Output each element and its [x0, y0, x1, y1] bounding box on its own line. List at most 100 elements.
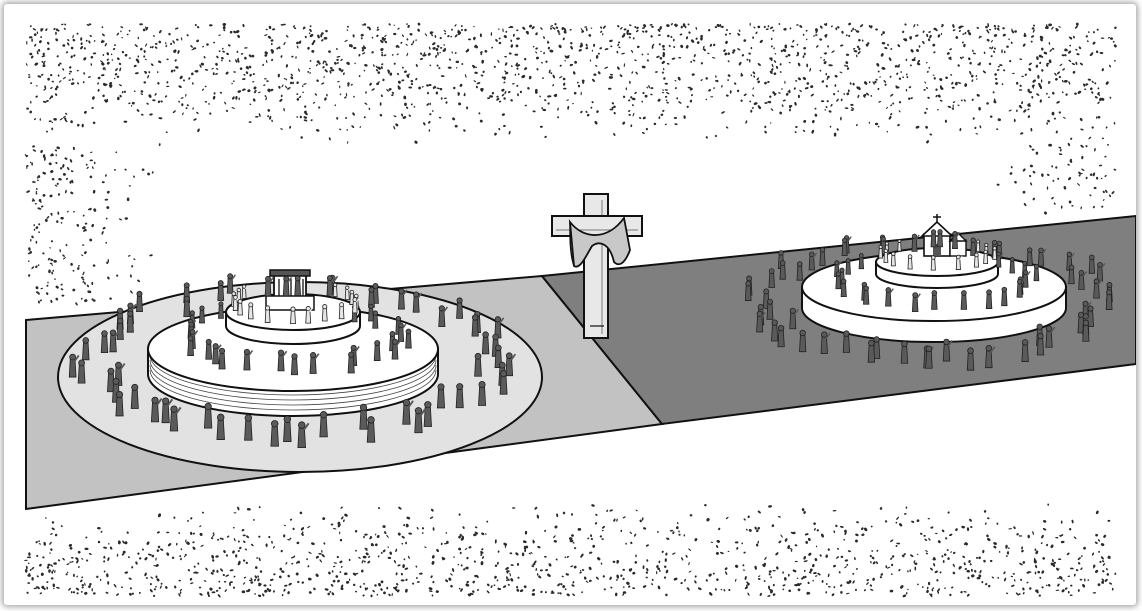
person-figure: [835, 271, 842, 290]
person-figure: [436, 383, 446, 409]
person-figure: [226, 273, 236, 294]
person-figure: [796, 261, 803, 281]
person-figure: [161, 397, 174, 424]
person-figure: [925, 345, 933, 369]
person-figure: [68, 353, 80, 378]
person-figure: [332, 282, 338, 297]
person-figure: [247, 302, 254, 320]
person-figure: [294, 275, 302, 296]
person-figure: [819, 247, 826, 266]
person-figure: [890, 251, 896, 267]
person-figure: [494, 316, 505, 339]
person-figure: [455, 383, 464, 409]
person-figure: [109, 329, 120, 353]
person-figure: [878, 244, 883, 259]
person-figure: [867, 339, 876, 363]
person-figure: [321, 304, 328, 322]
person-figure: [907, 254, 913, 270]
person-figure: [474, 352, 482, 377]
illustration-frame: [4, 4, 1136, 605]
left-platform-group: [57, 269, 543, 473]
cross-with-cloth-icon: [551, 193, 643, 339]
person-figure: [150, 396, 163, 423]
person-figure: [996, 251, 1004, 268]
person-figure: [1096, 261, 1106, 282]
person-figure: [960, 290, 968, 310]
person-figure: [359, 403, 368, 430]
person-figure: [471, 314, 479, 337]
person-figure: [955, 254, 963, 270]
person-figure: [505, 352, 517, 377]
person-figure: [808, 251, 818, 271]
person-figure: [241, 284, 249, 299]
person-figure: [983, 249, 989, 264]
person-figure: [1078, 270, 1088, 290]
person-figure: [985, 289, 993, 309]
person-figure: [283, 415, 292, 442]
person-figure: [282, 275, 293, 297]
speckle-texture-sides: [24, 142, 1117, 306]
person-figure: [1087, 305, 1095, 327]
person-figure: [344, 285, 352, 301]
person-figure: [768, 268, 775, 288]
person-figure: [368, 303, 374, 322]
person-figure: [885, 287, 894, 307]
speckle-texture-top: [25, 22, 1117, 144]
person-figure: [270, 420, 279, 447]
person-figure: [799, 329, 807, 353]
person-figure: [985, 345, 996, 369]
person-figure: [966, 347, 975, 371]
person-figure: [951, 231, 961, 250]
person-figure: [1068, 264, 1075, 285]
person-figure: [1093, 278, 1103, 299]
person-figure: [789, 307, 799, 330]
person-figure: [973, 252, 979, 268]
person-figure: [319, 411, 328, 438]
person-figure: [456, 297, 464, 319]
person-figure: [77, 359, 86, 384]
church-icon: [919, 214, 968, 257]
person-figure: [777, 324, 785, 348]
person-figure: [478, 380, 487, 406]
altar-icon: [265, 269, 315, 311]
person-figure: [766, 298, 774, 320]
person-figure: [402, 398, 414, 425]
person-figure: [309, 352, 320, 374]
person-figure: [942, 338, 954, 362]
person-figure: [397, 322, 407, 342]
person-figure: [911, 292, 921, 313]
person-figure: [373, 340, 381, 361]
person-figure: [1009, 257, 1015, 274]
person-figure: [82, 337, 90, 361]
person-figure: [1105, 289, 1113, 310]
person-figure: [136, 290, 143, 313]
person-figure: [126, 310, 134, 333]
person-figure: [183, 295, 191, 318]
person-figure: [842, 330, 851, 353]
person-figure: [187, 335, 194, 356]
person-figure: [970, 237, 977, 256]
person-figure: [1022, 269, 1031, 288]
person-figure: [115, 390, 124, 417]
person-figure: [900, 340, 909, 364]
person-figure: [290, 353, 299, 376]
person-figure: [290, 306, 296, 325]
person-figure: [391, 338, 401, 360]
person-figure: [771, 319, 779, 342]
person-figure: [326, 275, 336, 296]
person-figure: [203, 402, 213, 429]
person-figure: [840, 278, 847, 298]
person-figure: [305, 306, 314, 324]
illustration-scene: [24, 22, 1136, 598]
person-figure: [858, 253, 865, 270]
person-figure: [931, 290, 938, 310]
person-figure: [883, 248, 889, 263]
person-figure: [841, 237, 848, 257]
person-figure: [116, 317, 124, 340]
person-figure: [1037, 247, 1047, 267]
person-figure: [130, 383, 139, 409]
person-figure: [412, 291, 423, 313]
person-figure: [347, 351, 355, 374]
person-figure: [169, 405, 182, 432]
person-figure: [1088, 254, 1095, 274]
